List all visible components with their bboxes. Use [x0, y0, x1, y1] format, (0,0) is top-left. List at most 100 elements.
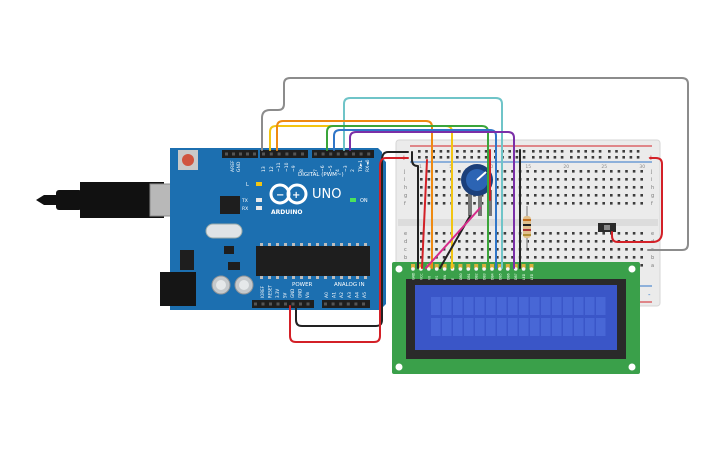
breadboard-hole [572, 248, 575, 251]
black-wire-gnd-lcd[interactable] [411, 151, 419, 269]
rail-hole [532, 156, 535, 159]
header-hole[interactable] [262, 152, 265, 156]
header-hole[interactable] [284, 302, 287, 306]
teal-wire[interactable] [343, 97, 503, 269]
red-wire-arduino-5v[interactable] [289, 157, 409, 343]
reset-button-cap[interactable] [182, 154, 194, 166]
breadboard-hole [640, 186, 643, 189]
breadboard-hole [587, 248, 590, 251]
breadboard-hole [458, 248, 461, 251]
rail-hole [463, 150, 466, 153]
header-hole[interactable] [324, 302, 327, 306]
chip-leg [316, 243, 319, 246]
lcd-cell [453, 318, 463, 336]
chip-leg [300, 276, 303, 279]
header-hole[interactable] [261, 302, 265, 306]
red-wire-vcc-lcd[interactable] [421, 159, 428, 269]
header-hole[interactable] [329, 152, 333, 156]
header-hole[interactable] [352, 152, 355, 156]
purple-wire[interactable] [349, 131, 515, 269]
power-header [252, 300, 314, 308]
breadboard-hole [442, 256, 446, 259]
header-hole[interactable] [246, 152, 249, 156]
header-hole[interactable] [254, 302, 257, 306]
header-hole[interactable] [276, 302, 280, 306]
lcd-pin[interactable] [497, 264, 502, 269]
analog-pin-label: A0 [324, 292, 330, 298]
breadboard-hole [632, 232, 636, 235]
header-hole[interactable] [293, 152, 297, 156]
lcd-pin[interactable] [466, 264, 471, 269]
usb-chip [220, 196, 240, 214]
header-hole[interactable] [354, 302, 358, 306]
header-hole[interactable] [269, 302, 272, 306]
potentiometer[interactable] [461, 164, 493, 216]
breadboard-hole [526, 170, 529, 173]
header-hole[interactable] [359, 152, 363, 156]
header-hole[interactable] [339, 302, 343, 306]
lcd-cell [596, 318, 606, 336]
header-hole[interactable] [362, 302, 365, 306]
lcd-pin-label: DB2 [475, 273, 479, 280]
header-hole[interactable] [299, 302, 302, 306]
lcd-pin[interactable] [521, 264, 526, 269]
lcd-pin[interactable] [418, 264, 423, 269]
header-hole[interactable] [344, 152, 348, 156]
switch-slider[interactable] [604, 225, 610, 230]
breadboard-hole [587, 186, 590, 189]
lcd-pin[interactable] [513, 264, 518, 269]
header-hole[interactable] [314, 152, 317, 156]
header-hole[interactable] [336, 152, 340, 156]
resistor[interactable] [523, 206, 531, 248]
breadboard-hole [473, 240, 476, 243]
breadboard-hole [572, 178, 575, 181]
lcd-pin[interactable] [442, 264, 447, 269]
header-hole[interactable] [239, 152, 242, 156]
digital-header-mid [260, 150, 308, 158]
lcd-pin[interactable] [434, 264, 439, 269]
slide-switch[interactable] [598, 223, 616, 232]
orange-wire[interactable] [276, 120, 433, 269]
row-letter: f [651, 201, 653, 207]
header-hole[interactable] [291, 302, 295, 306]
lcd-pin[interactable] [482, 264, 487, 269]
lcd-pin[interactable] [474, 264, 479, 269]
header-hole[interactable] [346, 302, 350, 306]
blue-wire[interactable] [333, 129, 497, 269]
gray-wire[interactable] [261, 77, 689, 251]
breadboard-hole [579, 186, 583, 189]
breadboard-hole [473, 248, 476, 251]
chip-leg [364, 276, 367, 279]
header-hole[interactable] [225, 152, 228, 156]
lcd-pin[interactable] [411, 264, 415, 269]
lcd-pin[interactable] [458, 264, 463, 269]
digital-pin-label: 4 [335, 169, 341, 172]
row-letter: f [404, 201, 406, 207]
pink-wire-pot[interactable] [425, 207, 481, 269]
header-hole[interactable] [306, 302, 310, 306]
rail-hole [591, 150, 595, 153]
header-hole[interactable] [277, 152, 281, 156]
header-hole[interactable] [367, 152, 371, 156]
chip-leg [356, 276, 359, 279]
chip-legs [260, 243, 367, 279]
header-hole[interactable] [301, 152, 304, 156]
breadboard-hole [610, 186, 613, 189]
lcd-pin[interactable] [529, 264, 534, 269]
breadboard-hole [496, 240, 499, 243]
lcd-pin[interactable] [505, 264, 510, 269]
lcd-mount-hole [628, 363, 636, 371]
header-hole[interactable] [331, 302, 335, 306]
header-hole[interactable] [269, 152, 273, 156]
header-hole[interactable] [321, 152, 325, 156]
lcd-pin[interactable] [490, 264, 494, 269]
header-hole[interactable] [232, 152, 235, 156]
breadboard-hole [511, 248, 514, 251]
breadboard-hole [640, 256, 643, 259]
header-hole[interactable] [285, 152, 289, 156]
header-hole[interactable] [253, 152, 256, 156]
red-wire-switch[interactable] [611, 157, 663, 243]
lcd-pin[interactable] [426, 264, 431, 269]
